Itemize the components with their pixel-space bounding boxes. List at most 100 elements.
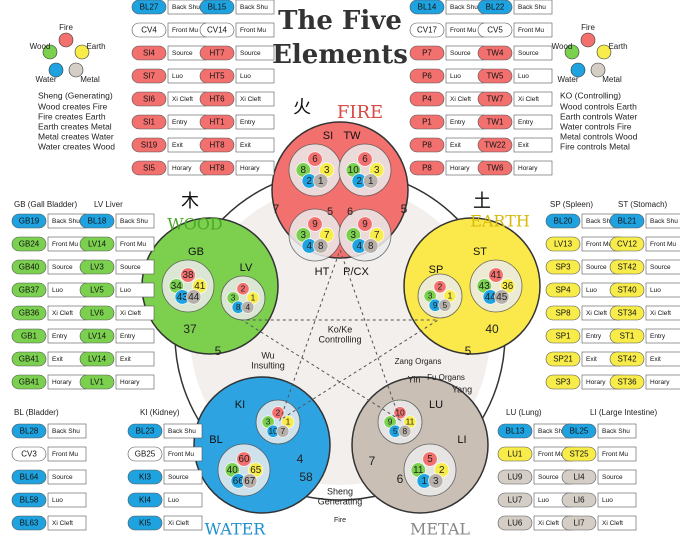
pc-dot — [357, 216, 373, 232]
gb-table-type-text: Back Shu — [52, 218, 80, 225]
tw-table-code — [477, 68, 513, 84]
st-table-code — [609, 351, 645, 367]
st-table-code-text: ST1 — [620, 332, 635, 341]
li-dot — [428, 473, 444, 489]
ko-panel-line: Metal controls Wood — [560, 131, 638, 141]
p-table-type-text: Source — [450, 50, 471, 57]
lv-table-type — [115, 374, 155, 390]
sheng-metal-label: Metal — [80, 75, 100, 84]
ht-table-type-text: Source — [240, 50, 261, 57]
gb-table-code — [11, 236, 47, 252]
ko-mini-node — [596, 44, 612, 60]
lu-table-type-text: Source — [538, 474, 559, 481]
sp-dot-number: 5 — [443, 300, 448, 310]
lv-table-type — [115, 328, 155, 344]
arc-number: 7 — [369, 454, 376, 468]
gb-table-code-text: GB41 — [19, 378, 40, 387]
lv-table-type — [115, 259, 155, 275]
st-table-type-text: Exit — [650, 356, 661, 363]
gb-table-code — [11, 328, 47, 344]
lu-table-code — [497, 446, 533, 462]
tw-table-type — [513, 160, 553, 176]
earth-organ-sp: SP — [429, 264, 444, 276]
ki-table-code-text: BL23 — [136, 427, 155, 436]
ht-table-type — [235, 114, 275, 130]
arc-number: 6 — [397, 472, 404, 486]
pc-dot-number: 4 — [357, 241, 363, 252]
lv-table-type-text: Entry — [120, 333, 136, 340]
lu-dot-number: 8 — [403, 426, 408, 436]
bl-dot-number: 66 — [233, 476, 244, 487]
tw-table-type-text: Exit — [518, 142, 529, 149]
p-table-type-text: Front Mu — [450, 27, 476, 34]
gb-table-code-text: GB40 — [19, 263, 40, 272]
lu-table-code-text: BL13 — [506, 427, 525, 436]
lu-table-code — [497, 469, 533, 485]
ko-wood-label: Wood — [552, 42, 573, 51]
arc-number: 37 — [183, 322, 197, 336]
lv-dot-number: 1 — [251, 293, 256, 303]
ht-table-type — [235, 22, 275, 38]
ht-dot-number: 4 — [307, 241, 313, 252]
ht-table-type — [235, 0, 275, 15]
li-table-type — [597, 423, 637, 439]
p-table-code — [409, 22, 445, 38]
p-table-code-text: P8 — [422, 164, 432, 173]
ki-table-type-text: Front Mu — [168, 451, 194, 458]
tw-table-code-text: TW5 — [487, 72, 504, 81]
lv-table-code-text: LV14 — [88, 355, 107, 364]
water-organ-ki: KI — [235, 399, 245, 411]
p-table-code — [409, 0, 445, 15]
pc-dot-number: 8 — [368, 241, 374, 252]
ht-table-type — [235, 68, 275, 84]
lv-table-code-text: LV14 — [88, 332, 107, 341]
li-dot-number: 3 — [433, 476, 439, 487]
lv-table-code — [79, 259, 115, 275]
sp-table-type-text: Luo — [586, 287, 597, 294]
si-table-type-text: Luo — [172, 73, 183, 80]
ki-dot-number: 7 — [281, 426, 286, 436]
sp-table-header: SP (Spleen) — [550, 200, 593, 209]
arc-number: 58 — [299, 470, 313, 484]
st-dot-number: 44 — [485, 292, 496, 303]
tw-dot-number: 10 — [348, 165, 359, 176]
lv-table-type-text: Horary — [120, 379, 140, 386]
si-table-code — [131, 0, 167, 15]
gb-table-code — [11, 282, 47, 298]
sp-table-type-text: Horary — [586, 379, 606, 386]
li-table-header: LI (Large Intestine) — [590, 408, 657, 417]
bl-table-type-text: Source — [52, 474, 73, 481]
sheng-panel-caption: Sheng (Generating) — [38, 90, 113, 100]
sheng-wood-label: Wood — [30, 42, 51, 51]
st-table-type-text: Front Mu — [650, 241, 676, 248]
ko-earth-label: Earth — [608, 42, 627, 51]
tw-table-code-text: BL22 — [486, 3, 505, 12]
yin-label: Yin — [408, 374, 421, 384]
sp-table-code — [545, 305, 581, 321]
gb-table-code-text: GB19 — [19, 217, 40, 226]
ht-table-type-text: Exit — [240, 142, 251, 149]
si-table-code — [131, 22, 167, 38]
ki-table-code — [127, 515, 163, 531]
lu-dot-number: 9 — [388, 417, 393, 427]
ki-table-type-text: Back Shu — [168, 428, 196, 435]
sheng-mini-node — [74, 44, 90, 60]
lv-table-code — [79, 282, 115, 298]
st-table-code — [609, 259, 645, 275]
fire-label: FIRE — [337, 102, 383, 123]
gb-table-code-text: GB24 — [19, 240, 40, 249]
li-table-type — [597, 446, 637, 462]
ht-table-code — [199, 22, 235, 38]
wood-organ-gb: GB — [188, 246, 204, 258]
ki-table-type — [163, 446, 203, 462]
gb-table-type-text: Xi Cleft — [52, 310, 73, 317]
st-table-code-text: ST42 — [617, 355, 637, 364]
lv-table-code — [79, 374, 115, 390]
ht-dot — [307, 216, 323, 232]
si-table-code — [131, 114, 167, 130]
ht-dot-number: 9 — [312, 219, 318, 230]
lu-table-type-text: Luo — [538, 497, 549, 504]
lu-table-code-text: LU1 — [508, 450, 523, 459]
lu-table-type-text: Xi Cleft — [538, 520, 559, 527]
sp-table-code-text: SP3 — [555, 378, 571, 387]
